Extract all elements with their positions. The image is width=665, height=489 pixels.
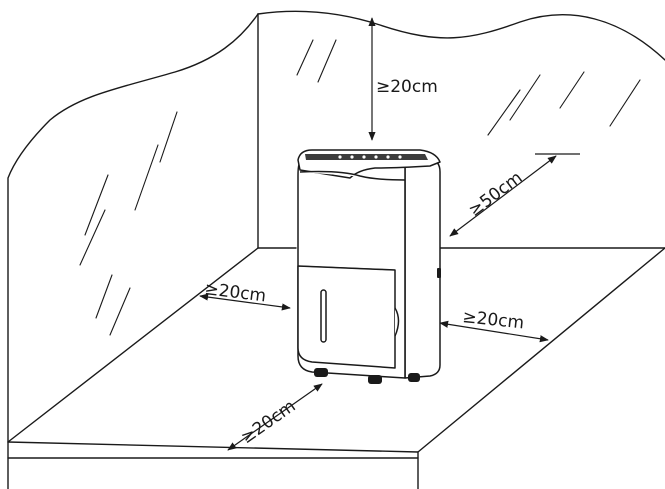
front-scoop [299,170,406,181]
control-panel-strip [305,154,428,160]
front-clearance-label: ≥20cm [237,396,299,448]
control-buttons [338,155,402,159]
side-port [437,268,441,278]
water-tank [297,265,396,369]
water-level-window [320,289,327,343]
unit-wheels [314,368,420,384]
left-clearance-arrow [199,293,291,311]
back-clearance-arrow [449,155,557,237]
tank-handle [394,307,400,337]
top-clearance-label: ≥20cm [376,77,438,97]
unit-side-panel [404,159,441,379]
left-wall [7,13,259,489]
tank-top-line [297,265,396,271]
dehumidifier-unit [297,149,441,384]
right-clearance-label: ≥20cm [461,307,525,333]
back-clearance-label: ≥50cm [465,168,526,221]
right-clearance-arrow [439,320,549,343]
wall-hatching [79,39,641,336]
left-clearance-label: ≥20cm [203,279,267,306]
front-clearance-arrow [227,383,323,451]
floor-left-edge [7,247,259,443]
back-wall [257,10,665,61]
